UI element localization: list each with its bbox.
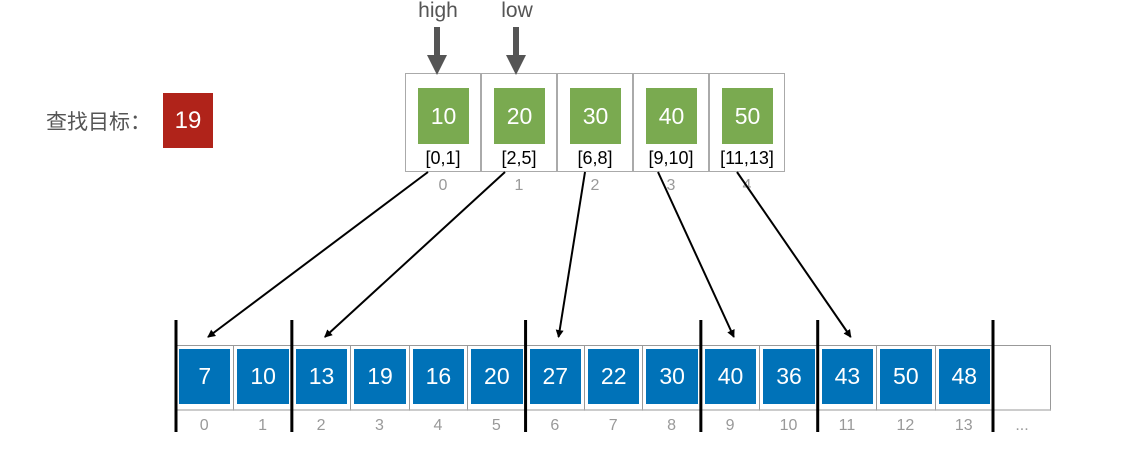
index-block-max-value: 30 <box>570 88 621 144</box>
index-block-index: 0 <box>438 177 448 194</box>
high-pointer-arrow <box>427 27 447 75</box>
array-index: 1 <box>258 417 268 434</box>
array-cell: 40 <box>700 345 761 411</box>
array-value: 36 <box>763 349 815 404</box>
array-value: 7 <box>179 349 231 404</box>
index-block-index: 2 <box>590 177 600 194</box>
array-value: 16 <box>412 349 465 404</box>
index-block-index: 3 <box>666 177 676 194</box>
high-pointer-label: high <box>418 0 458 22</box>
index-block-range: [11,13] <box>720 148 774 168</box>
search-target-value: 19 <box>163 93 213 148</box>
array-cell: 20 <box>467 345 527 411</box>
index-block-range: [2,5] <box>501 148 537 168</box>
low-pointer-label: low <box>501 0 533 22</box>
array-value: 27 <box>529 349 581 404</box>
index-block-cell: 10 [0,1] <box>405 73 481 172</box>
array-index: 12 <box>896 417 915 434</box>
array-value: 19 <box>354 349 406 404</box>
array-cell: 48 <box>934 345 994 411</box>
array-value: 22 <box>588 349 640 404</box>
array-value: 50 <box>880 349 932 404</box>
array-cell: 27 <box>525 345 585 411</box>
index-block-cell: 50 [11,13] <box>709 73 785 172</box>
block-link-arrow <box>657 171 735 338</box>
array-cell: 19 <box>350 345 410 411</box>
array-cell: 43 <box>817 345 878 411</box>
array-value: 20 <box>471 349 523 404</box>
array-cell: 36 <box>759 345 819 411</box>
array-ellipsis: ... <box>1015 417 1029 434</box>
index-block-cell: 30 [6,8] <box>557 73 633 172</box>
block-link-arrow <box>324 171 506 338</box>
index-block-cell: 40 [9,10] <box>633 73 709 172</box>
index-block-range: [9,10] <box>648 148 694 168</box>
index-block-range: [6,8] <box>577 148 613 168</box>
array-cell: 10 <box>233 345 293 411</box>
index-block-max-value: 10 <box>418 88 469 144</box>
array-index: 9 <box>725 417 735 434</box>
low-pointer-arrow <box>506 27 526 75</box>
array-cell: 50 <box>876 345 936 411</box>
block-link-arrow <box>736 171 852 338</box>
array-value: 43 <box>821 349 874 404</box>
array-index: 5 <box>491 417 501 434</box>
index-block-range: [0,1] <box>425 148 461 168</box>
block-link-arrow <box>555 171 586 338</box>
array-index: 10 <box>779 417 798 434</box>
array-index: 6 <box>550 417 560 434</box>
array-index: 13 <box>954 417 973 434</box>
search-target-label: 查找目标： <box>46 110 151 134</box>
array-value: 10 <box>237 349 289 404</box>
index-block-max-value: 20 <box>494 88 545 144</box>
array-value: 40 <box>704 349 757 404</box>
array-index: 3 <box>375 417 384 434</box>
array-index: 2 <box>316 417 326 434</box>
array-cell: 13 <box>291 345 352 411</box>
index-block-index: 1 <box>514 177 524 194</box>
array-index: 11 <box>838 417 856 434</box>
array-index: 7 <box>608 417 618 434</box>
array-index: 4 <box>433 417 443 434</box>
index-block-cell: 20 [2,5] <box>481 73 557 172</box>
array-index: 8 <box>667 417 677 434</box>
array-index: 0 <box>199 417 209 434</box>
array-value: 48 <box>938 349 990 404</box>
array-value: 30 <box>646 349 698 404</box>
block-link-arrow <box>207 171 429 338</box>
index-block-max-value: 50 <box>722 88 773 144</box>
array-value: 13 <box>295 349 348 404</box>
index-block-max-value: 40 <box>646 88 697 144</box>
